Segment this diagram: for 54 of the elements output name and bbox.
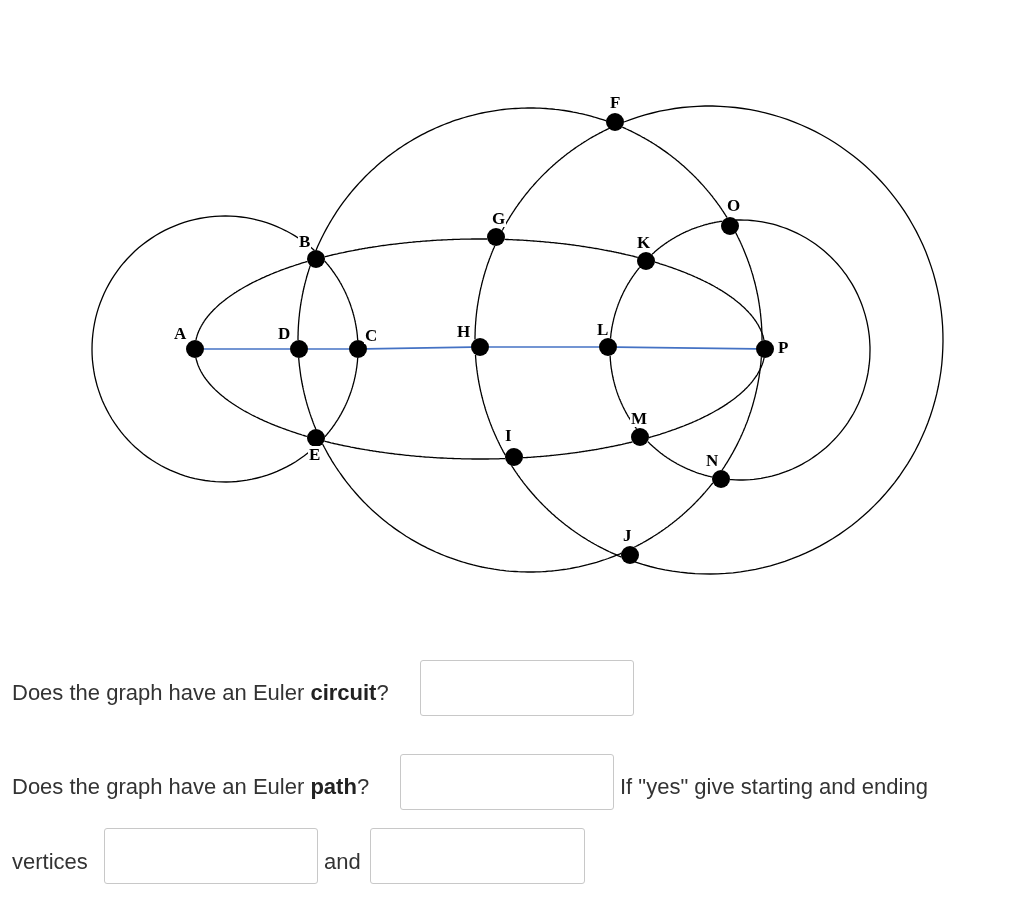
question-text: Does the graph have an Euler circuit? [12, 680, 389, 706]
graph-edge [297, 265, 311, 341]
vertex-label: D [277, 325, 292, 342]
graph-edge [503, 238, 639, 259]
vertex-label: N [705, 452, 720, 469]
graph-edge [474, 245, 496, 341]
graph-edge [651, 220, 724, 255]
vertex-label: B [298, 233, 312, 250]
graph-edge [623, 105, 944, 575]
graph-edge [609, 266, 641, 340]
graph-edge [321, 443, 623, 573]
graph-edge [501, 127, 610, 232]
graph-edge [647, 440, 713, 478]
graph-edge [298, 357, 317, 430]
vertex-label: M [630, 410, 649, 427]
graph-edge [735, 232, 763, 342]
vertex-label: C [364, 327, 379, 344]
graph-edge [324, 238, 488, 258]
vertex-label: G [491, 210, 507, 227]
vertex-label: F [609, 94, 622, 111]
graph-edge [488, 346, 600, 348]
vertex-label: J [622, 527, 633, 544]
graph-edge [522, 441, 634, 459]
graph-edge [654, 261, 765, 341]
vertex-label: H [456, 323, 472, 340]
graph-edge [323, 440, 506, 460]
graph-edge [648, 357, 765, 439]
graph-edge [307, 348, 350, 350]
vertex-label: I [504, 427, 513, 444]
graph-edge [324, 357, 359, 438]
vertex-label: P [777, 339, 790, 356]
graph-edge [195, 260, 308, 341]
graph-edge [721, 356, 763, 471]
graph-edge [315, 107, 607, 251]
graph-edge [510, 464, 623, 558]
graph-edge [366, 346, 472, 350]
field-label: vertices [12, 849, 88, 875]
graph-edge [195, 357, 308, 438]
vertex-label: E [308, 446, 322, 463]
graph-edge [616, 346, 757, 350]
vertex-label: K [636, 234, 652, 251]
graph-edge [633, 482, 714, 548]
graph-edge [729, 219, 871, 481]
vertex-label: A [173, 325, 188, 342]
vertex-label: O [726, 197, 742, 214]
instruction-text: If "yes" give starting and ending [620, 774, 928, 800]
graph-edge [621, 126, 728, 219]
question-text: Does the graph have an Euler path? [12, 774, 370, 800]
vertex-label: L [596, 321, 610, 338]
graph-edge [203, 348, 291, 350]
field-label: and [324, 849, 361, 875]
graph-edge [91, 215, 317, 483]
graph-edge [474, 354, 506, 456]
graph-edge [324, 260, 359, 341]
